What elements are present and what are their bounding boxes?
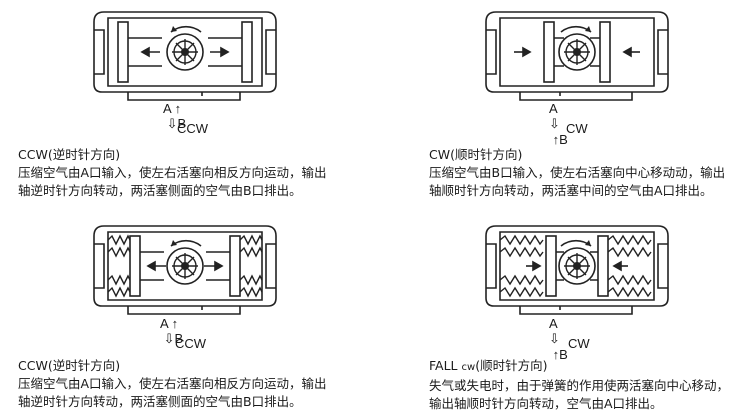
- arrow-down-icon: ⇩: [166, 116, 178, 131]
- port-b-label: B: [559, 347, 568, 362]
- port-a-label: A: [549, 316, 557, 331]
- port-a-label: A: [549, 101, 557, 116]
- description-block: CCW(逆时针方向) 压缩空气由A口输入，使左右活塞向相反方向运动，输出 轴逆时…: [18, 146, 327, 200]
- port-b-label: B: [174, 331, 184, 346]
- port-b-label: B: [559, 132, 568, 147]
- rotation-mode-label: CCW: [177, 121, 209, 136]
- description-line-1: 压缩空气由A口输入，使左右活塞向相反方向运动，输出: [18, 165, 327, 180]
- rotation-mode-label: CW: [568, 336, 590, 351]
- port-a-label: A: [160, 316, 168, 331]
- description-block: FALL cw(顺时针方向) 失气或失电时，由于弹簧的作用使两活塞向中心移动， …: [429, 357, 729, 413]
- actuator-diagram-double-acting-cw: [485, 11, 669, 101]
- description-line-1: 压缩空气由B口输入，使左右活塞向中心移动动，输出: [429, 165, 726, 180]
- arrow-down-icon: ⇩: [163, 331, 175, 346]
- arrow-up-icon: ↑: [552, 347, 560, 362]
- description-title-suffix: (顺时针方向): [475, 358, 548, 373]
- port-b-label: B: [177, 116, 187, 131]
- actuator-diagram-double-acting-ccw: [93, 11, 277, 101]
- description-line-2: 轴逆时针方向转动，两活塞侧面的空气由B口排出。: [18, 394, 302, 409]
- description-title: CCW(逆时针方向): [18, 147, 121, 162]
- port-a-label: A: [163, 101, 171, 116]
- rotation-mode-label: CW: [566, 121, 588, 136]
- description-line-1: 压缩空气由A口输入，使左右活塞向相反方向运动，输出: [18, 376, 327, 391]
- actuator-diagram-spring-return-cw: [485, 225, 669, 315]
- description-line-2: 轴顺时针方向转动，两活塞中间的空气由A口排出。: [429, 183, 713, 198]
- arrow-up-icon: ↑: [171, 316, 179, 331]
- arrow-down-icon: ⇩: [549, 116, 560, 131]
- arrow-up-icon: ↑: [174, 101, 182, 116]
- description-title: CCW(逆时针方向): [18, 358, 121, 373]
- arrow-down-icon: ⇩: [549, 331, 560, 346]
- description-title: FALL cw(顺时针方向): [429, 357, 729, 377]
- description-title-prefix: FALL: [429, 358, 462, 373]
- description-line-1: 失气或失电时，由于弹簧的作用使两活塞向中心移动，: [429, 378, 730, 393]
- description-block: CCW(逆时针方向) 压缩空气由A口输入，使左右活塞向相反方向运动，输出 轴逆时…: [18, 357, 327, 411]
- description-title-small: cw: [461, 362, 476, 373]
- actuator-diagram-spring-return-ccw: [93, 225, 277, 315]
- description-title: CW(顺时针方向): [429, 147, 523, 162]
- description-line-2: 轴逆时针方向转动，两活塞侧面的空气由B口排出。: [18, 183, 302, 198]
- arrow-up-icon: ↑: [552, 132, 560, 147]
- description-block: CW(顺时针方向) 压缩空气由B口输入，使左右活塞向中心移动动，输出 轴顺时针方…: [429, 146, 725, 200]
- description-line-2: 输出轴顺时针方向转动，空气由A口排出。: [429, 396, 663, 411]
- rotation-mode-label: CCW: [175, 336, 207, 351]
